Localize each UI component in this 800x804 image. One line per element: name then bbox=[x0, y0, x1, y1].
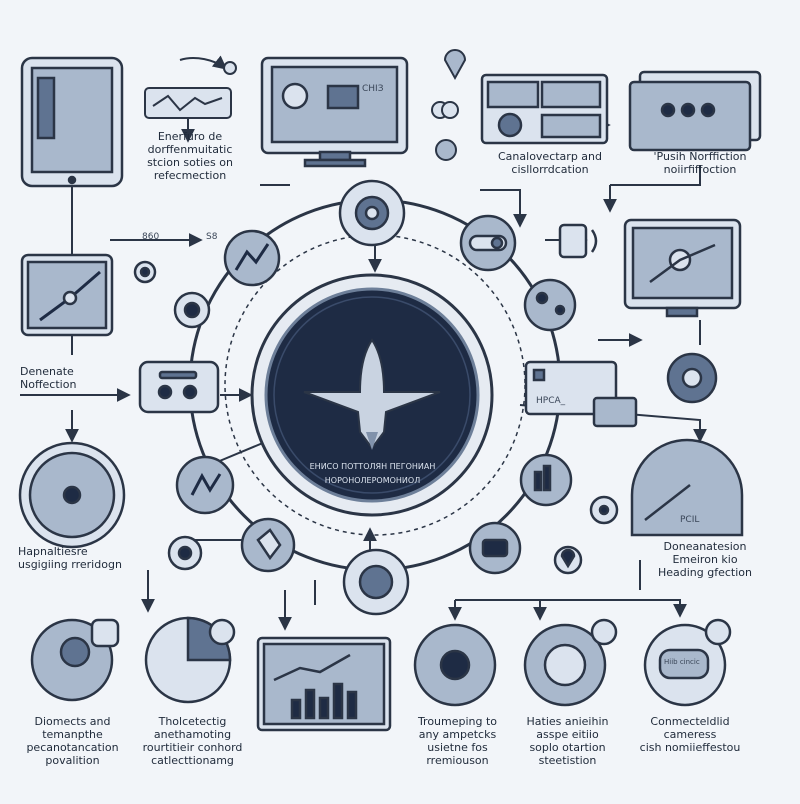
tiny-right-box-code: HPCA_ bbox=[536, 396, 566, 406]
notification-window bbox=[628, 70, 762, 152]
node-gear-top bbox=[338, 179, 406, 247]
label-bottom-3: Troumeping to any ampetcks usietne fos r… bbox=[417, 715, 498, 767]
pin-icons-top bbox=[431, 49, 467, 161]
node-chart bbox=[519, 453, 573, 507]
waveform-window bbox=[144, 61, 237, 119]
tiny-num-left2: S8 bbox=[206, 232, 218, 242]
label-top-right: 'Pusih Norffiction noiirfiffoction bbox=[653, 150, 747, 176]
heart-group bbox=[523, 618, 618, 707]
node-sensor-left bbox=[133, 260, 157, 284]
label-bottom-5: Conmecteldlid cameress cish nomiieffesto… bbox=[639, 715, 741, 754]
signal-icon bbox=[558, 223, 598, 259]
label-bottom-1: Diomects and temanpthe pecanotancation p… bbox=[26, 715, 119, 767]
node-small-right bbox=[589, 495, 619, 525]
analytics-tablet bbox=[20, 253, 114, 337]
node-pin-right bbox=[553, 545, 583, 575]
label-right-low: Doneanatesion Emeiron kio Heading gfecti… bbox=[657, 540, 752, 579]
node-toggle bbox=[459, 214, 517, 272]
label-mid-left: Denenate Noffection bbox=[20, 365, 77, 391]
ring-nodes bbox=[133, 179, 619, 616]
label-top-mid: Canalovectarp and cisllorrdcation bbox=[498, 150, 602, 176]
node-eye bbox=[173, 291, 211, 329]
center-caption-1: ЕНИСО ПОТТОЛЯН ПЕГОНИАН bbox=[309, 462, 436, 471]
node-small-gear-left bbox=[167, 535, 203, 571]
airplane-icon bbox=[303, 338, 441, 450]
node-network bbox=[523, 278, 577, 332]
target-group bbox=[413, 623, 497, 707]
label-bottom-4: Haties anieihin asspe eitiio soplo otart… bbox=[526, 715, 609, 767]
monitor-top bbox=[260, 56, 409, 168]
tiny-dial-text: PCIL bbox=[680, 515, 700, 525]
hub bbox=[250, 273, 494, 517]
message-boxes bbox=[524, 360, 638, 428]
node-control-panel bbox=[138, 360, 220, 414]
compass-icon bbox=[18, 441, 126, 549]
tablet-icon bbox=[20, 56, 124, 188]
person-icon-group bbox=[30, 618, 120, 702]
tiny-screen-text: СНІЗ bbox=[362, 84, 384, 94]
gear-icon bbox=[666, 352, 718, 404]
cloud-chat-group bbox=[643, 618, 732, 707]
label-bottom-2: Tholcetectig anethamoting rourtitieir co… bbox=[142, 715, 243, 767]
node-target-bottom bbox=[342, 548, 410, 616]
center-caption-2: НОРОНОЛЕРОМОНИОЛ bbox=[324, 476, 421, 485]
monitor-right bbox=[623, 218, 742, 318]
tiny-bubble-text: Hiib cincic bbox=[664, 658, 700, 666]
label-top-left: Enerfuro de dorffenmuitatic stcion sotie… bbox=[147, 130, 233, 182]
bar-chart-monitor bbox=[256, 636, 392, 732]
label-left-low: Hapnaltiesre usgigiing rreridogn bbox=[18, 545, 122, 571]
node-route bbox=[175, 455, 235, 515]
node-trend bbox=[223, 229, 281, 287]
dashboard-panel bbox=[480, 73, 609, 145]
gauge-icon bbox=[630, 438, 744, 537]
tiny-num-left: 860 bbox=[142, 232, 160, 242]
node-location bbox=[240, 517, 296, 573]
node-settings bbox=[468, 521, 522, 575]
pie-panel-group bbox=[144, 616, 236, 704]
